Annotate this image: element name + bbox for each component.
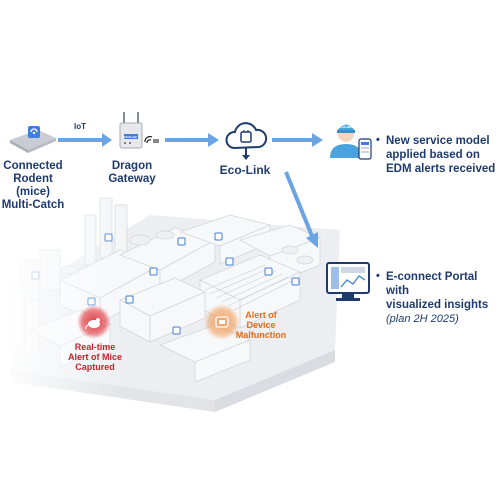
malfunction-alert-line: Alert of — [245, 310, 277, 320]
ecolink-label: Eco-Link — [219, 163, 271, 177]
portal-plan: (plan 2H 2025) — [386, 313, 459, 325]
router-antenna-icon — [118, 110, 144, 150]
mouse-icon — [85, 318, 100, 330]
service-model-line: EDM alerts received — [386, 163, 496, 175]
gateway-label-line: Dragon — [111, 160, 153, 172]
monitor-dashboard-icon — [326, 262, 370, 304]
gateway-label-line: Gateway — [108, 173, 156, 185]
portal-line: E-connect Portal with — [386, 271, 478, 297]
malfunction-alert-line: Malfunction — [235, 330, 287, 340]
malfunction-device-icon — [215, 316, 229, 328]
iot-label: IoT — [74, 122, 86, 131]
service-model-text: New service model applied based on EDM a… — [386, 134, 496, 176]
bullet-dot: • — [376, 270, 380, 282]
device-label: Connected Rodent (mice) Multi-Catch — [0, 160, 66, 212]
service-model-bullet: • New service model applied based on EDM… — [376, 134, 496, 176]
gateway-tag: ECOLAB — [124, 135, 137, 139]
device-label-line: Multi-Catch — [1, 199, 65, 211]
mice-alert-line: Real-time — [74, 342, 116, 352]
device-label-line: (mice) — [16, 186, 50, 198]
portal-line: visualized insights — [386, 299, 489, 311]
malfunction-alert: Alert of Device Malfunction — [228, 310, 294, 340]
bullet-dot: • — [376, 134, 380, 146]
smartphone-icon — [358, 138, 372, 160]
technician-icon — [328, 118, 364, 158]
rodent-trap-icon — [8, 120, 58, 154]
portal-text: E-connect Portal with visualized insight… — [386, 270, 498, 326]
gateway-label: Dragon Gateway — [100, 160, 164, 186]
technician-tag: ECOLAB — [337, 125, 352, 129]
service-model-line: New service model — [386, 135, 490, 147]
mice-alert-line: Alert of Mice — [67, 352, 122, 362]
service-model-line: applied based on — [386, 149, 480, 161]
portal-bullet: • E-connect Portal with visualized insig… — [376, 270, 498, 326]
malfunction-alert-line: Device — [246, 320, 276, 330]
device-label-line: Rodent — [13, 173, 53, 185]
mice-captured-alert: Real-time Alert of Mice Captured — [56, 342, 134, 372]
mice-alert-line: Captured — [75, 362, 115, 372]
wifi-chip-icon — [144, 132, 160, 150]
cloud-icon — [222, 118, 270, 162]
device-label-line: Connected — [3, 160, 63, 172]
